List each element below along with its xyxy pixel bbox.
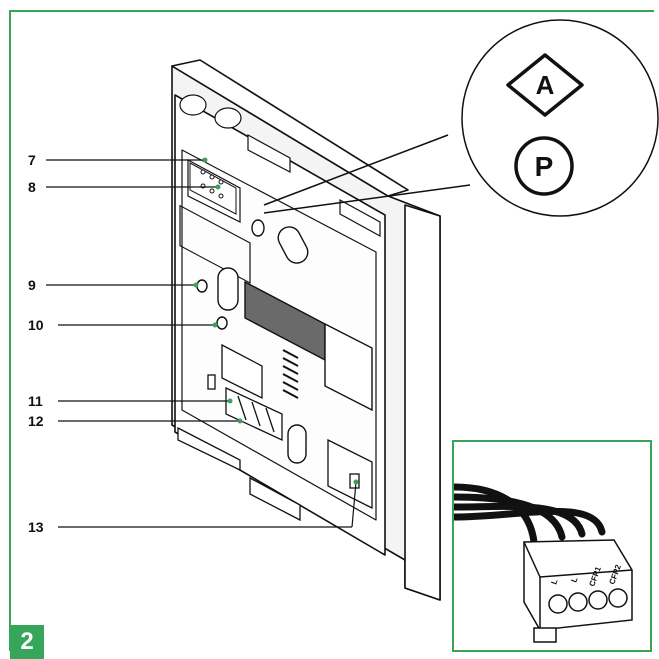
callout-11: 11 [28,393,43,409]
leader-lines [46,157,359,528]
connector-body [523,539,633,643]
callout-8: 8 [28,179,36,195]
circle-p-icon: P [514,136,574,196]
callout-9: 9 [28,277,36,293]
vent-grill [282,349,299,399]
callout-10: 10 [28,317,44,333]
pin-label-1: L [549,578,559,586]
callout-7: 7 [28,152,36,168]
pin-label-2: L [569,576,579,584]
circle-letter: P [535,151,554,182]
figure-number-badge: 2 [10,625,44,659]
cables [450,483,606,546]
connector-inset: L L CFP1 CFP2 [450,440,652,652]
callout-13: 13 [28,519,44,535]
diamond-a-icon: A [506,53,584,117]
figure-frame [9,10,654,651]
zoom-callout [263,19,659,217]
terminal-block-lower [207,343,283,442]
callout-12: 12 [28,413,44,429]
bottom-rim [177,426,301,522]
diamond-letter: A [536,70,555,100]
connector-drawing: L L CFP1 CFP2 [450,483,633,643]
electronics-module [244,280,373,412]
